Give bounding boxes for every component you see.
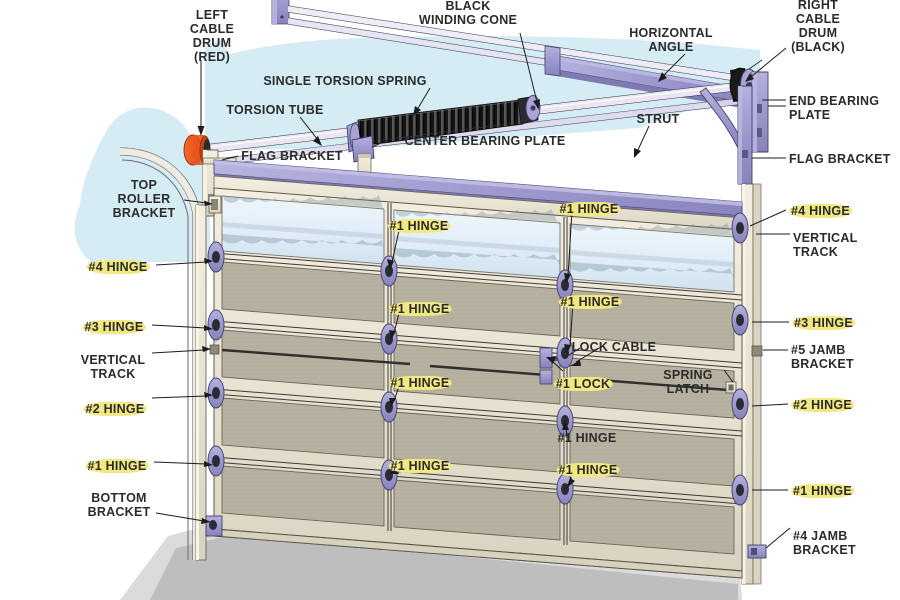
label-hinge-1-left: #1 HINGE	[85, 459, 149, 473]
label-horizontal-angle: HORIZONTAL ANGLE	[629, 26, 713, 54]
label-jamb-bracket-4: #4 JAMB BRACKET	[793, 529, 856, 557]
label-hinge-1-c3: #1 HINGE	[388, 302, 452, 316]
label-hinge-4-left: #4 HINGE	[86, 260, 150, 274]
label-hinge-1-c1: #1 HINGE	[387, 219, 451, 233]
hinge-left-column	[205, 195, 225, 537]
label-vertical-track-right: VERTICAL TRACK	[793, 231, 858, 259]
label-hinge-3-right: #3 HINGE	[792, 316, 855, 330]
label-single-torsion-spring: SINGLE TORSION SPRING	[263, 74, 427, 88]
end-bearing-plate-assembly	[699, 59, 769, 185]
label-hinge-1-right: #1 HINGE	[791, 484, 854, 498]
lock-body	[539, 347, 560, 385]
curved-track-fill	[120, 148, 200, 560]
spring-coils	[357, 99, 524, 147]
label-spring-latch: SPRING LATCH	[663, 368, 713, 396]
label-hinge-3-left: #3 HINGE	[82, 320, 146, 334]
label-left-cable-drum: LEFT CABLE DRUM (RED)	[189, 8, 235, 64]
label-hinge-1-c8: #1 HINGE	[556, 463, 620, 477]
label-strut: STRUT	[636, 112, 680, 126]
hinge-right-column	[731, 212, 767, 559]
label-bottom-bracket: BOTTOM BRACKET	[87, 491, 151, 519]
label-right-cable-drum: RIGHT CABLE DRUM (BLACK)	[791, 0, 845, 54]
label-flag-bracket-right: FLAG BRACKET	[789, 152, 891, 166]
hanger-bracket	[271, 0, 290, 25]
label-top-roller-bracket: TOP ROLLER BRACKET	[112, 178, 176, 220]
label-center-bearing-plate: CENTER BEARING PLATE	[404, 134, 566, 148]
label-lock-cable: LOCK CABLE	[571, 340, 657, 354]
vertical-track-left	[195, 204, 207, 561]
label-black-winding-cone: BLACK WINDING CONE	[418, 0, 518, 27]
label-jamb-bracket-5: #5 JAMB BRACKET	[791, 343, 854, 371]
spring-latch	[725, 381, 737, 394]
floor-shadow	[120, 524, 742, 600]
door-body	[213, 187, 743, 579]
sky-background	[74, 36, 760, 262]
label-torsion-tube: TORSION TUBE	[226, 103, 324, 117]
label-lock-1: #1 LOCK	[553, 377, 613, 391]
label-hinge-1-c7: #1 HINGE	[388, 459, 452, 473]
label-hinge-1-c4: #1 HINGE	[558, 295, 622, 309]
label-hinge-1-c6: #1 HINGE	[557, 431, 617, 445]
label-hinge-4-right: #4 HINGE	[789, 204, 852, 218]
label-hinge-2-left: #2 HINGE	[83, 402, 147, 416]
label-hinge-2-right: #2 HINGE	[791, 398, 854, 412]
label-vertical-track-left: VERTICAL TRACK	[80, 353, 146, 381]
vertical-track-right	[741, 183, 762, 585]
label-flag-bracket-left: FLAG BRACKET	[241, 149, 343, 163]
section-seams	[213, 252, 743, 572]
door-panels	[221, 261, 735, 555]
label-hinge-1-c5: #1 HINGE	[388, 376, 452, 390]
label-hinge-1-c2: #1 HINGE	[557, 202, 621, 216]
label-end-bearing-plate: END BEARING PLATE	[789, 94, 880, 122]
lock-hardware	[221, 347, 737, 394]
